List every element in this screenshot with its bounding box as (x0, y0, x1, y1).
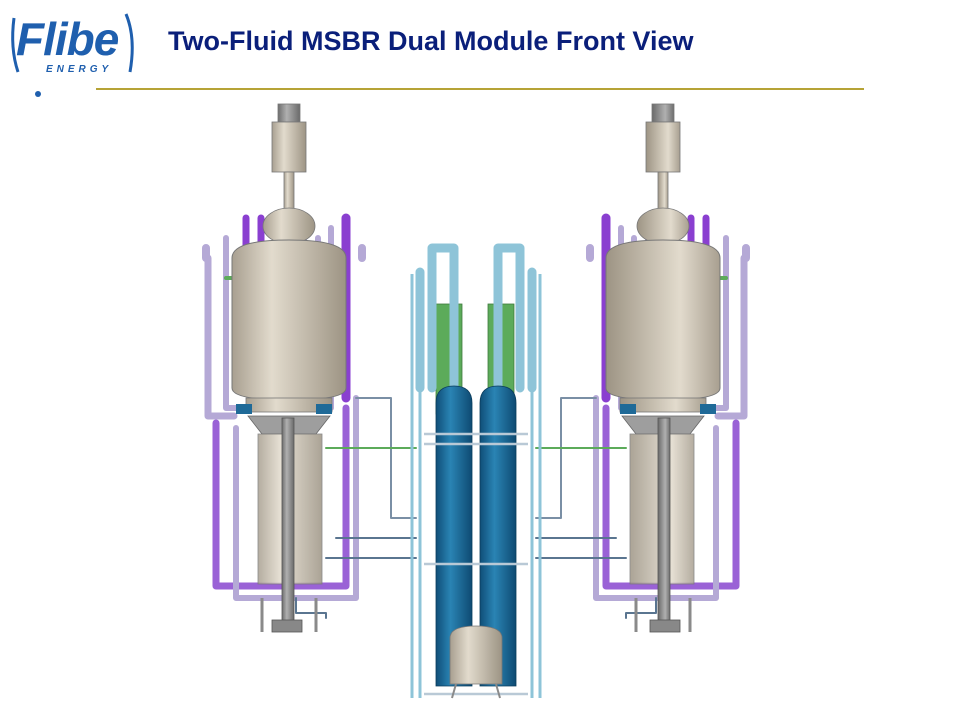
right-reactor-module (535, 103, 750, 633)
page-title: Two-Fluid MSBR Dual Module Front View (168, 26, 694, 56)
pump-motor (271, 121, 307, 173)
center-drain-tank (449, 625, 503, 685)
logo-wordmark: Flibe (16, 13, 119, 65)
logo-subtitle: ENERGY (46, 64, 113, 75)
dual-module-figure (202, 103, 750, 699)
flibe-energy-logo: Flibe ENERGY (8, 8, 143, 98)
heat-exchanger-left (435, 385, 473, 687)
pump-bowl (262, 207, 316, 245)
support-shaft-left (281, 417, 295, 631)
heat-exchanger-right (479, 385, 517, 687)
title-divider (96, 88, 864, 90)
pump-motor-top (277, 103, 301, 123)
reactor-vessel-left (231, 239, 347, 401)
logo-swoosh-icon (11, 13, 134, 97)
center-heat-exchanger-module (410, 243, 542, 699)
left-reactor-module (202, 103, 417, 633)
